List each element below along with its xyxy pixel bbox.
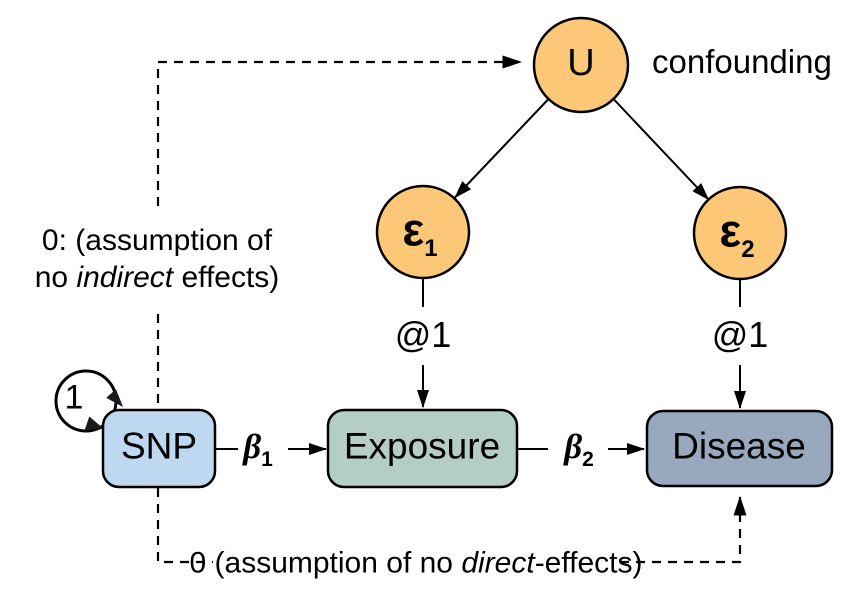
indirect-italic: indirect	[76, 261, 174, 294]
disease-node-label: Disease	[672, 425, 806, 467]
eps1-base: ε	[402, 203, 425, 256]
exposure-node-label: Exposure	[343, 425, 501, 467]
beta2-sub: 2	[582, 447, 594, 471]
beta1-sub: 1	[261, 447, 273, 471]
u-node-shape	[532, 16, 630, 114]
snp-node-shape	[101, 408, 217, 489]
eps2-loading-label: @1	[711, 314, 769, 356]
beta1-base: β	[243, 426, 262, 466]
beta1-label: β1	[243, 426, 273, 470]
snp-variance-label: 1	[64, 378, 84, 417]
no-indirect-effects-line2: no indirect effects)	[34, 261, 280, 294]
disease-node-shape	[645, 409, 834, 488]
no-direct-effects-note: 0 (assumption of no direct-effects)	[189, 546, 643, 580]
no-indirect-effects-line1: 0: (assumption of	[41, 224, 273, 257]
u-node-label: U	[567, 42, 595, 85]
beta2-base: β	[564, 426, 583, 466]
eps1-loading-label: @1	[394, 314, 452, 356]
eps1-node-label: ε1	[402, 203, 437, 260]
dashed-edge-snp-to-u	[156, 55, 523, 206]
eps2-sub: 2	[741, 235, 755, 263]
edge-u-to-eps1	[454, 98, 550, 199]
beta2-label: β2	[564, 426, 594, 470]
edge-u-to-eps2	[612, 98, 710, 201]
dashed-edge-snp-to-disease-right	[620, 495, 747, 564]
eps1-sub: 1	[424, 234, 438, 262]
exposure-node-shape	[326, 408, 519, 489]
direct-italic: direct	[461, 546, 535, 580]
loop-arrowhead-bottom	[84, 416, 104, 430]
no-indirect-effects-note: 0: (assumption of no indirect effects)	[35, 222, 280, 296]
loop-arrowhead-top	[106, 389, 123, 407]
eps2-node-label: ε2	[719, 204, 754, 261]
confounding-annotation: confounding	[652, 42, 832, 80]
dashed-edge-snp-to-disease-left	[156, 488, 213, 564]
eps2-base: ε	[719, 204, 742, 257]
eps1-node-shape	[375, 184, 471, 280]
eps2-node-shape	[692, 185, 788, 281]
snp-node-label: SNP	[120, 425, 198, 467]
